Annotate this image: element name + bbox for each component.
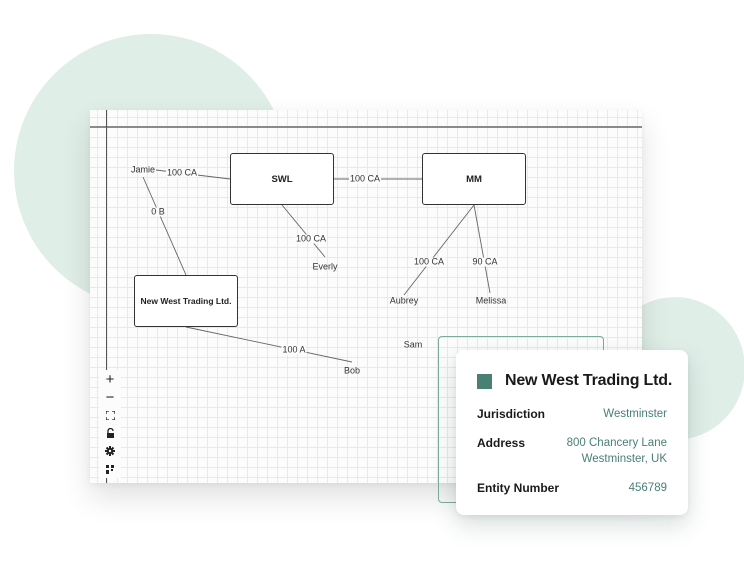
edge-label: 90 CA [471, 256, 499, 267]
detail-value: 800 Chancery Lane Westminster, UK [567, 435, 667, 467]
layout-icon [105, 464, 114, 474]
vertical-ruler [106, 110, 107, 483]
detail-value: Westminster [603, 408, 667, 420]
entity-color-swatch-icon [477, 373, 492, 389]
minus-icon: − [105, 388, 115, 406]
card-title: New West Trading Ltd. [505, 372, 673, 389]
detail-key: Entity Number [477, 481, 560, 495]
detail-row-entity-number: Entity Number 456789 [477, 480, 667, 496]
lock-button[interactable] [101, 424, 119, 442]
detail-key: Address [477, 436, 526, 450]
edge-label: 100 CA [294, 233, 328, 244]
edge-mm-melissa [473, 204, 491, 294]
entity-detail-card: New West Trading Ltd. Jurisdiction Westm… [456, 350, 688, 515]
fit-view-button[interactable] [101, 406, 119, 424]
edge-label: 100 CA [165, 167, 199, 178]
lock-icon [106, 428, 114, 438]
person-jamie[interactable]: Jamie [130, 164, 156, 175]
node-label: SWL [271, 173, 293, 185]
plus-icon: + [105, 370, 115, 388]
horizontal-ruler [90, 126, 642, 128]
address-line-1: 800 Chancery Lane [566, 437, 667, 449]
zoom-out-button[interactable]: − [101, 388, 119, 406]
detail-row-jurisdiction: Jurisdiction Westminster [477, 406, 667, 422]
entity-node-mm[interactable]: MM [422, 153, 526, 205]
person-everly[interactable]: Everly [312, 261, 338, 272]
address-line-2: Westminster, UK [581, 453, 667, 465]
layout-button[interactable] [101, 460, 119, 478]
edge-nwt-bob [185, 326, 353, 363]
fullscreen-icon [105, 410, 115, 420]
edge-jamie-nwt [142, 176, 187, 276]
entity-node-new-west-trading[interactable]: New West Trading Ltd. [134, 275, 238, 327]
edge-label: 100 A [281, 344, 307, 355]
node-label: New West Trading Ltd. [140, 296, 232, 306]
entity-node-swl[interactable]: SWL [230, 153, 334, 205]
edge-swl-everly [281, 204, 326, 258]
node-label: MM [466, 173, 482, 185]
edge-mm-aubrey [403, 204, 475, 296]
gear-icon [105, 446, 115, 456]
edge-label: 100 CA [348, 173, 382, 184]
edge-label: 100 CA [412, 256, 446, 267]
person-aubrey[interactable]: Aubrey [389, 295, 419, 306]
detail-value: 456789 [628, 482, 667, 494]
zoom-in-button[interactable]: + [101, 370, 119, 388]
settings-button[interactable] [101, 442, 119, 460]
person-sam[interactable]: Sam [403, 339, 423, 350]
detail-key: Jurisdiction [477, 407, 546, 421]
canvas-toolbar: + − [99, 370, 121, 478]
edge-label: 0 B [150, 206, 166, 217]
person-melissa[interactable]: Melissa [475, 295, 507, 306]
detail-row-address: Address 800 Chancery Lane Westminster, U… [477, 435, 667, 467]
person-bob[interactable]: Bob [343, 365, 361, 376]
